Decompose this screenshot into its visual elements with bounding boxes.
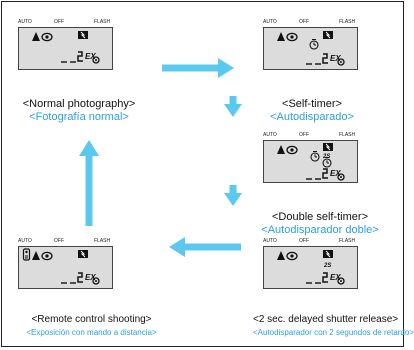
svg-text:EX: EX xyxy=(330,169,341,178)
mode-labels: AUTO OFF FLASH xyxy=(18,238,111,244)
red-eye-icon xyxy=(41,32,53,42)
caption-self-timer: <Self-timer> <Autodisparado> xyxy=(270,98,354,123)
landscape-mode-icon xyxy=(32,32,40,41)
remote-control-icon xyxy=(22,248,31,261)
mode-flash-label: FLASH xyxy=(339,19,356,25)
arrow-down-2 xyxy=(224,185,242,206)
panel-double-self-timer: AUTO OFF FLASH 2S EX xyxy=(263,130,363,185)
caption-remote-control: <Remote control shooting> <Exposición co… xyxy=(26,314,157,337)
panel-normal-photography: AUTO OFF FLASH EX xyxy=(18,17,118,72)
mode-off-label: OFF xyxy=(54,19,64,25)
arrow-left xyxy=(169,237,241,257)
panel-remote-control: AUTO OFF FLASH EX xyxy=(18,236,118,291)
mode-labels: AUTO OFF FLASH xyxy=(263,238,356,244)
two-second-glyph: 2S xyxy=(323,263,331,269)
lcd-display: EX xyxy=(18,27,113,70)
panel-2sec-delay: AUTO OFF FLASH 2S EX xyxy=(263,236,363,291)
caption-normal: <Normal photography> <Fotografía normal> xyxy=(9,98,149,124)
caption-2sec-delay: <2 sec. delayed shutter release> <Autodi… xyxy=(253,314,414,337)
svg-text:EX: EX xyxy=(85,273,96,282)
diagram-frame xyxy=(1,1,404,347)
arrow-right xyxy=(162,58,234,78)
lcd-display: 2S EX xyxy=(263,246,358,289)
flash-off-icon xyxy=(77,30,89,40)
arrow-up xyxy=(79,140,99,226)
arrow-down-1 xyxy=(224,96,242,117)
caption-double-self-timer: <Double self-timer> <Autodisparador dobl… xyxy=(261,211,379,236)
caption-es: <Fotografía normal> xyxy=(29,111,129,123)
lcd-display: 2S EX xyxy=(263,140,358,183)
svg-text:EX: EX xyxy=(330,54,341,63)
mode-labels: AUTO OFF FLASH xyxy=(263,17,363,27)
counter-ex-glyph: EX xyxy=(85,52,96,61)
lcd-display: EX xyxy=(18,246,113,289)
panel-self-timer: AUTO OFF FLASH EX xyxy=(263,17,363,72)
self-timer-icon xyxy=(309,38,319,50)
mode-auto-label: AUTO xyxy=(18,19,32,25)
mode-labels: AUTO OFF FLASH xyxy=(18,17,118,27)
mode-off-label: OFF xyxy=(299,19,309,25)
svg-text:EX: EX xyxy=(330,273,341,282)
caption-en: <Normal photography> xyxy=(22,98,136,110)
mode-labels: AUTO OFF FLASH xyxy=(263,132,356,138)
lcd-display: EX xyxy=(263,27,358,70)
self-timer-icon xyxy=(310,150,320,162)
mode-flash-label: FLASH xyxy=(94,19,111,25)
mode-auto-label: AUTO xyxy=(263,19,277,25)
